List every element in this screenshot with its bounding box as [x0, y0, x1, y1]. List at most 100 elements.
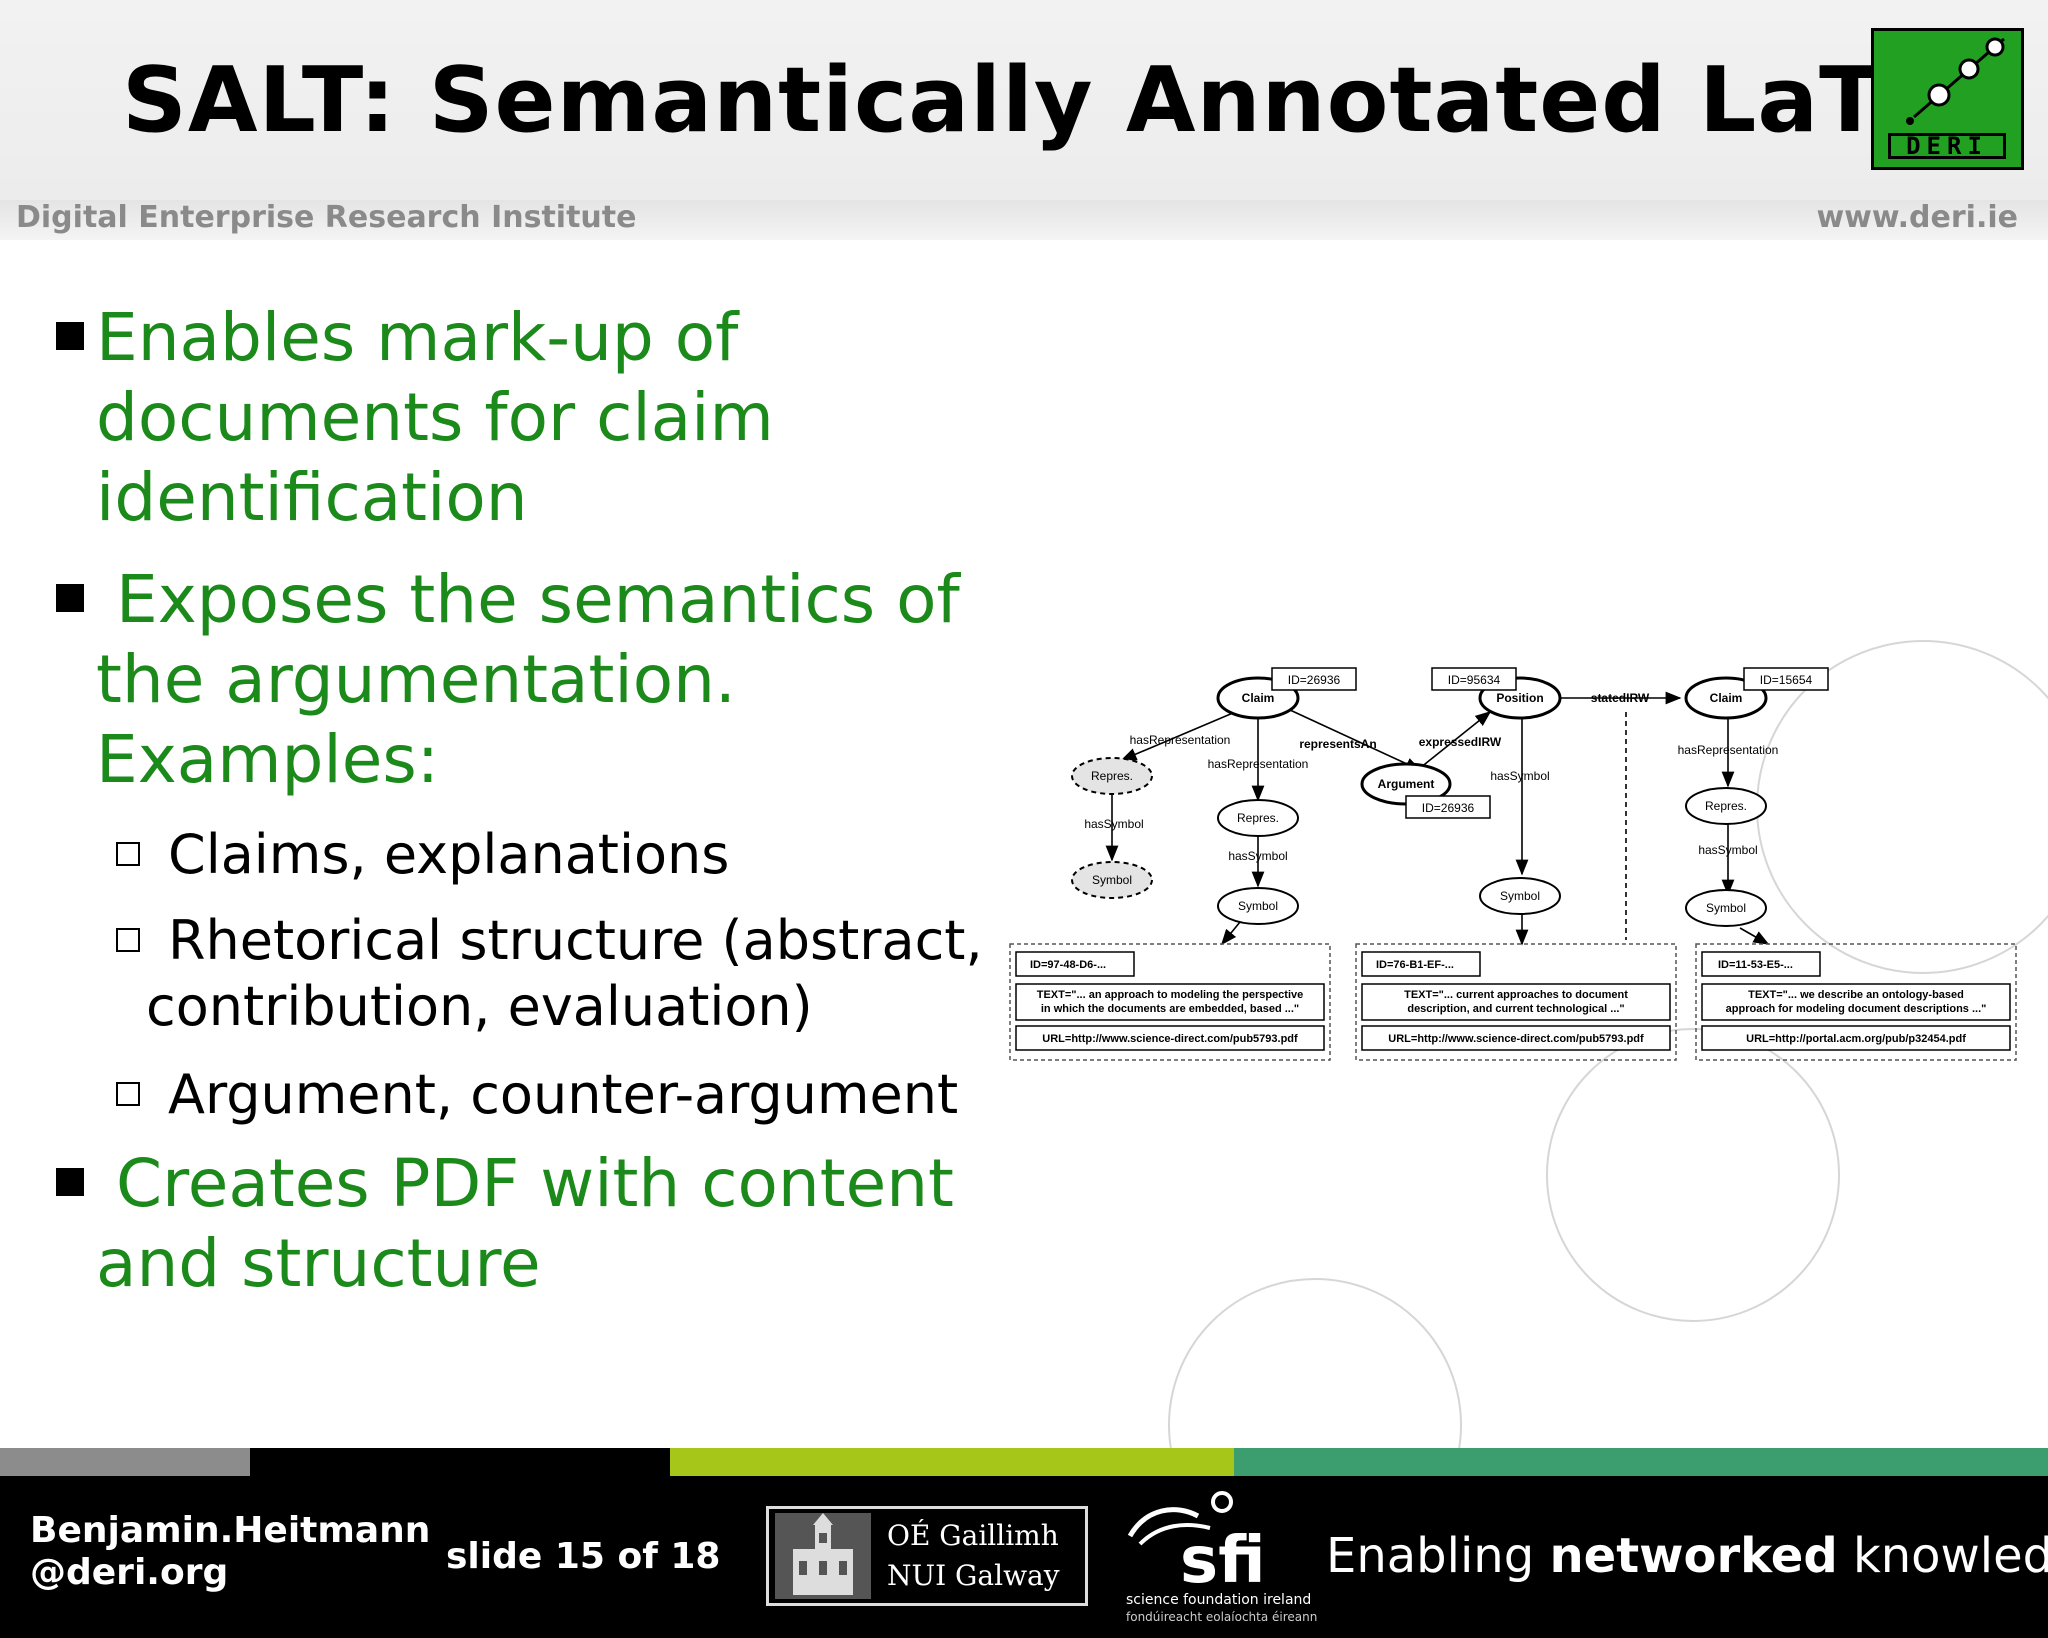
doc-text-field	[1701, 983, 2011, 1021]
nui-name-irish: OÉ Gaillimh	[887, 1519, 1059, 1552]
tagline-pre: Enabling	[1326, 1528, 1535, 1584]
bullet-line: Enables mark-up of	[96, 299, 739, 376]
edge-label: hasSymbol	[1228, 849, 1287, 863]
doc-id-field	[1701, 951, 1821, 977]
id-label: ID=26936	[1288, 673, 1341, 687]
edge	[1289, 709, 1422, 771]
sub-bullet-item: Claims, explanations	[168, 822, 729, 888]
id-box	[1271, 667, 1357, 691]
doc-text: approach for modeling document descripti…	[1726, 1003, 1987, 1015]
doc-id: ID=76-B1-EF-...	[1376, 959, 1454, 971]
bullet-line: the argumentation.	[96, 641, 736, 718]
edge-label: hasSymbol	[1084, 817, 1143, 831]
id-box	[1431, 667, 1517, 691]
author-line: Benjamin.Heitmann	[30, 1510, 431, 1551]
bullet-marker	[56, 1168, 84, 1196]
slide-title: SALT: Semantically Annotated LaTex	[122, 48, 1991, 153]
edge	[1739, 927, 1770, 945]
edge	[1220, 921, 1241, 946]
sub-bullet-item: Argument, counter-argument	[168, 1062, 958, 1128]
doc-url: URL=http://portal.acm.org/pub/p32454.pdf	[1746, 1033, 1966, 1045]
bullet-item: Creates PDF with content	[116, 1144, 954, 1224]
node-label: Claim	[1242, 691, 1275, 705]
edge-label: hasRepresentation	[1678, 743, 1779, 757]
id-box	[1743, 667, 1829, 691]
tagline: Enabling networked knowledge.	[1326, 1528, 2048, 1584]
doc-text-field	[1361, 983, 1671, 1021]
institute-name: Digital Enterprise Research Institute	[16, 200, 637, 235]
node-symbol	[1685, 889, 1767, 927]
node-symbol	[1479, 877, 1561, 915]
edge	[1414, 711, 1492, 773]
doc-text: TEXT="... current approaches to document	[1404, 989, 1628, 1001]
stripe-teal	[1234, 1448, 2048, 1476]
slide-header	[0, 0, 2048, 200]
node-label: Symbol	[1238, 899, 1278, 913]
sfi-logo-text: sfi	[1180, 1524, 1266, 1598]
sub-bullet-item: Rhetorical structure (abstract,	[168, 908, 983, 974]
edge-label: hasRepresentation	[1208, 757, 1309, 771]
website-link[interactable]: www.deri.ie	[1816, 200, 2018, 235]
author-line: @deri.org	[30, 1552, 229, 1593]
sub-bullet-marker	[116, 1082, 140, 1106]
sfi-name-irish: fondúireacht eolaíochta éireann	[1126, 1610, 1318, 1624]
doc-id: ID=97-48-D6-...	[1030, 959, 1106, 971]
stripe-black	[250, 1448, 670, 1476]
edge-label: statedIRW	[1591, 691, 1650, 705]
edge-label: representsAn	[1299, 737, 1376, 751]
bullet-item: documents for claim	[96, 378, 774, 458]
nui-galway-logo: OÉ Gaillimh NUI Galway	[766, 1506, 1088, 1606]
bullet-line: Creates PDF with content	[116, 1145, 954, 1222]
sub-bullet-line: Argument, counter-argument	[168, 1063, 959, 1126]
salt-diagram: Claim Position Claim Argument Repres. Sy…	[1009, 667, 2017, 1061]
doc-text-field	[1015, 983, 1325, 1021]
doc-url-field	[1361, 1025, 1671, 1051]
bullet-item: the argumentation.	[96, 640, 736, 720]
footer-stripes	[0, 1448, 2048, 1476]
header-subbar	[0, 200, 2048, 240]
edge-label: expressedIRW	[1419, 735, 1502, 749]
id-box	[1405, 795, 1491, 819]
doc-text: in which the documents are embedded, bas…	[1041, 1003, 1299, 1015]
doc-url-field	[1701, 1025, 2011, 1051]
bullet-line: documents for claim	[96, 379, 774, 456]
deri-logo: DERI	[1871, 28, 2024, 170]
bullet-line: Exposes the semantics of	[116, 561, 960, 638]
sub-bullet-marker	[116, 928, 140, 952]
tagline-post: knowledge.	[1852, 1528, 2048, 1584]
node-symbol	[1071, 861, 1153, 899]
slide-counter: slide 15 of 18	[446, 1536, 721, 1577]
node-label: Symbol	[1706, 901, 1746, 915]
sub-bullet-item: contribution, evaluation)	[146, 974, 813, 1040]
doc-url: URL=http://www.science-direct.com/pub579…	[1388, 1033, 1644, 1045]
sfi-swoosh-icon	[1127, 1491, 1233, 1546]
edge-label: hasSymbol	[1490, 769, 1549, 783]
doc-url-field	[1015, 1025, 1325, 1051]
node-label: Position	[1496, 691, 1543, 705]
doc-text: TEXT="... an approach to modeling the pe…	[1037, 989, 1304, 1001]
bullet-marker	[56, 322, 84, 350]
sub-bullet-marker	[116, 842, 140, 866]
sub-bullet-line: Rhetorical structure (abstract,	[168, 909, 983, 972]
doc-id-field	[1015, 951, 1135, 977]
bullet-line: Examples:	[96, 721, 439, 798]
edge-label: hasSymbol	[1698, 843, 1757, 857]
sub-bullet-line: Claims, explanations	[168, 823, 730, 886]
node-symbol	[1217, 887, 1299, 925]
bullet-item: Exposes the semantics of	[116, 560, 960, 640]
decorative-ring	[1546, 1028, 1840, 1322]
bullet-line: identification	[96, 459, 528, 536]
node-label: Claim	[1710, 691, 1743, 705]
bullet-item: and structure	[96, 1224, 541, 1304]
node-label: Symbol	[1500, 889, 1540, 903]
bullet-item: Examples:	[96, 720, 439, 800]
bullet-marker	[56, 584, 84, 612]
id-label: ID=95634	[1448, 673, 1501, 687]
tagline-bold: networked	[1549, 1528, 1838, 1584]
doc-box	[1355, 943, 1677, 1061]
author-email: Benjamin.Heitmann @deri.org	[30, 1510, 430, 1594]
doc-id-field	[1361, 951, 1481, 977]
edge	[1120, 709, 1241, 761]
doc-text: description, and current technological .…	[1407, 1003, 1624, 1015]
stripe-gray	[0, 1448, 250, 1476]
